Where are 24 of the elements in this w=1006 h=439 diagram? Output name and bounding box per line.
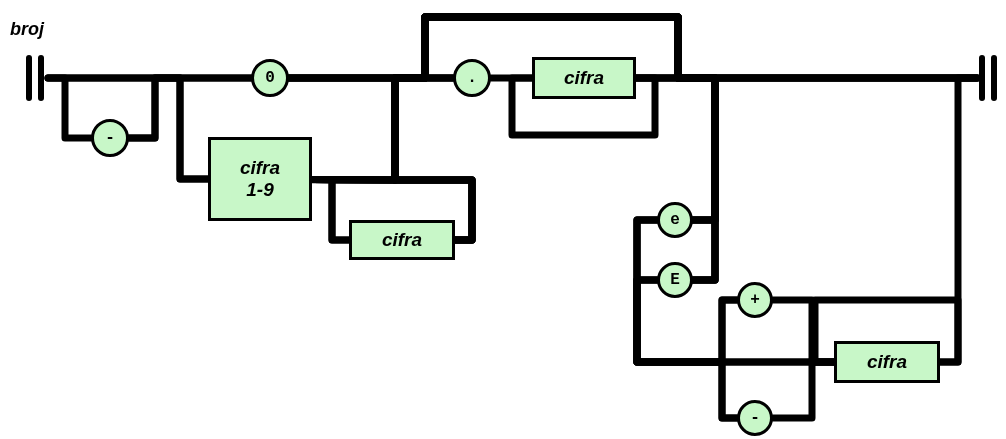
terminal-circle xyxy=(737,282,773,318)
terminal-symbol: + xyxy=(750,292,760,308)
terminal-symbol: . xyxy=(467,70,477,86)
terminal-circle xyxy=(657,262,693,298)
nonterminal-box xyxy=(349,220,455,260)
nonterminal-box xyxy=(834,341,940,383)
railroad-track xyxy=(508,74,659,139)
diagram-title: broj xyxy=(10,20,44,38)
rule-name: cifra xyxy=(563,67,605,89)
rule-name: cifra 1-9 xyxy=(239,157,281,201)
terminal-circle xyxy=(657,202,693,238)
terminal-symbol: 0 xyxy=(265,70,275,86)
nonterminal-box xyxy=(208,137,312,221)
terminal-circle xyxy=(453,59,491,97)
terminal-circle xyxy=(737,400,773,436)
terminal-symbol: E xyxy=(670,272,680,288)
rule-name: cifra xyxy=(381,229,423,251)
rule-name: cifra xyxy=(866,351,908,373)
terminal-symbol: - xyxy=(105,130,115,146)
terminal-symbol: e xyxy=(670,212,680,228)
terminal-circle xyxy=(251,59,289,97)
terminal-circle xyxy=(91,119,129,157)
nonterminal-box xyxy=(532,57,636,99)
terminal-symbol: - xyxy=(750,410,760,426)
